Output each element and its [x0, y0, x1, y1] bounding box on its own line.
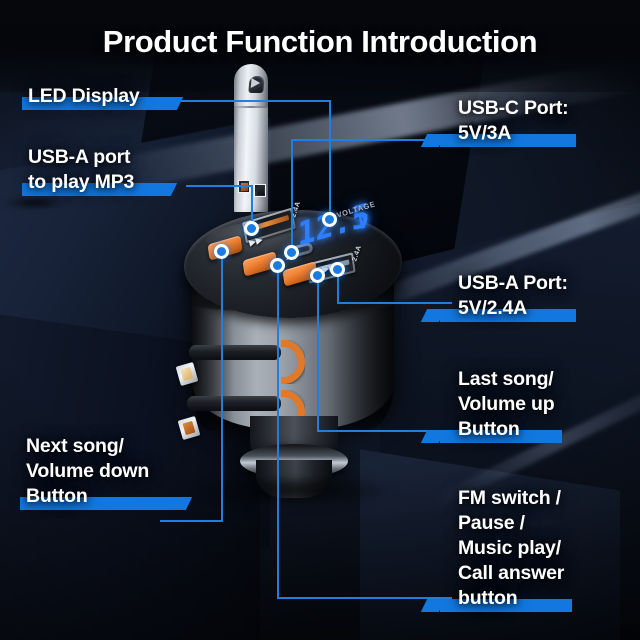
callout-last-song: Last song/ Volume up Button — [439, 367, 563, 443]
usb-flash-drive-keyring-hole — [248, 76, 265, 93]
callout-usb-a-mp3-line1: USB-A port — [28, 146, 131, 168]
usb-flash-drive-contact-left — [238, 180, 250, 193]
usb-flash-drive — [228, 62, 274, 212]
callout-fm-switch-line1: FM switch / — [458, 487, 561, 509]
callout-last-song-line2: Volume up — [458, 393, 555, 415]
charger-ground-shadow — [196, 478, 396, 508]
callout-usb-c-port-line2: 5V/3A — [458, 122, 512, 144]
callout-last-song-line1: Last song/ — [458, 368, 554, 390]
callout-next-song-line2: Volume down — [26, 460, 150, 482]
page-title: Product Function Introduction — [102, 24, 538, 59]
usb-flash-drive-seam — [234, 106, 268, 108]
callout-fm-switch-line5: button — [458, 587, 518, 609]
callout-usb-a-port-line1: USB-A Port: — [458, 272, 568, 294]
usb-flash-drive-cap — [234, 64, 268, 108]
callout-fm-switch: FM switch / Pause / Music play/ Call ans… — [439, 486, 573, 612]
usb-flash-drive-contact-right — [254, 184, 266, 197]
led-voltage-unit: V — [358, 211, 369, 235]
callout-led-display: LED Display — [22, 84, 166, 110]
callout-usb-c-port-line1: USB-C Port: — [458, 97, 569, 119]
callout-usb-a-mp3-line2: to play MP3 — [28, 171, 135, 193]
cable-lightning-run — [189, 345, 281, 360]
callout-usb-a-mp3: USB-A port to play MP3 — [21, 145, 161, 196]
usbc-connector-tip — [177, 415, 201, 441]
callout-usb-a-port-line2: 5V/2.4A — [458, 297, 528, 319]
callout-next-song-line1: Next song/ — [26, 435, 124, 457]
callout-usb-a-port: USB-A Port: 5V/2.4A — [440, 271, 576, 322]
dot-led-display — [322, 212, 337, 227]
callout-next-song: Next song/ Volume down Button — [19, 434, 176, 510]
usb-flash-drive-shadow — [2, 196, 66, 210]
callout-last-song-line3: Button — [458, 418, 520, 440]
callout-fm-switch-line4: Call answer — [458, 562, 565, 584]
callout-fm-switch-line3: Music play/ — [458, 537, 561, 559]
background-title-band — [0, 0, 640, 92]
dot-usb-c-port — [284, 245, 299, 260]
callout-usb-c-port: USB-C Port: 5V/3A — [439, 96, 577, 147]
dot-usb-a-port — [330, 262, 345, 277]
dot-usb-a-mp3 — [244, 221, 259, 236]
cable-usbc-run — [187, 396, 281, 411]
callout-fm-switch-line2: Pause / — [458, 512, 525, 534]
callout-led-display-line1: LED Display — [28, 85, 140, 107]
dot-fm-switch-button — [270, 258, 285, 273]
dot-last-song-button — [310, 268, 325, 283]
dot-next-song-button — [214, 244, 229, 259]
callout-next-song-line3: Button — [26, 485, 88, 507]
